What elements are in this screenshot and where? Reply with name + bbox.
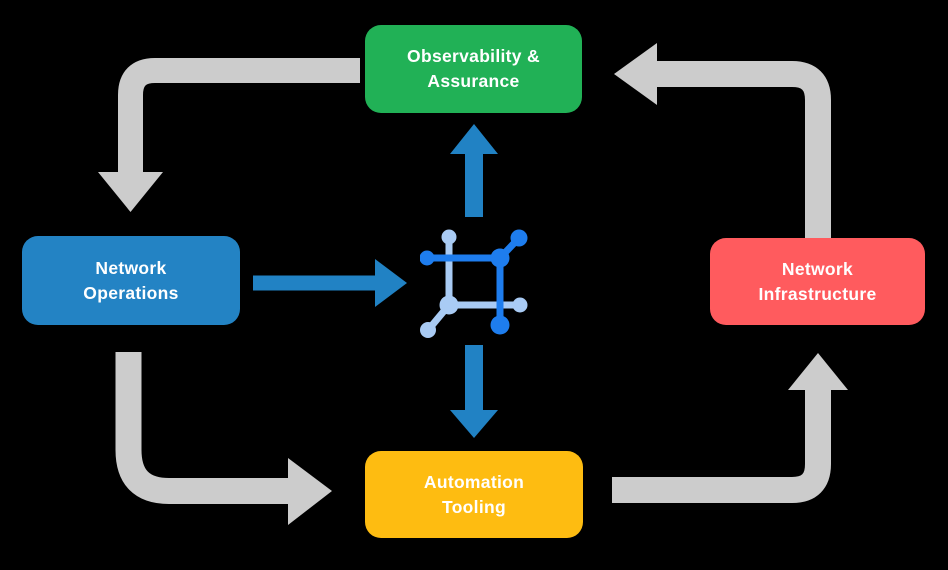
network-mesh-light-lines xyxy=(420,229,528,338)
flow-arrow-center-to-observability xyxy=(450,124,498,217)
network-mesh-dark-lines xyxy=(420,229,528,335)
node-automation-tooling-label: Automation Tooling xyxy=(423,471,525,517)
node-observability-assurance-label: Observability & Assurance xyxy=(407,46,540,91)
network-mesh-icon xyxy=(420,229,528,338)
node-network-operations-label: Network Operations xyxy=(83,257,179,303)
node-network-infrastructure: Network Infrastructure xyxy=(710,238,925,325)
node-observability-assurance: Observability & Assurance xyxy=(365,25,582,113)
cycle-arrow-observability-to-operations xyxy=(98,58,360,212)
node-network-infrastructure-label: Network Infrastructure xyxy=(758,258,877,304)
cycle-arrow-operations-to-automation xyxy=(115,352,332,525)
flow-arrow-operations-to-center xyxy=(253,259,407,307)
node-network-operations: Network Operations xyxy=(22,236,240,325)
cycle-arrow-infrastructure-to-observability xyxy=(614,43,831,238)
cycle-arrow-automation-to-infrastructure xyxy=(612,353,848,503)
node-automation-tooling: Automation Tooling xyxy=(365,451,583,538)
flow-arrow-center-to-automation xyxy=(450,345,498,438)
